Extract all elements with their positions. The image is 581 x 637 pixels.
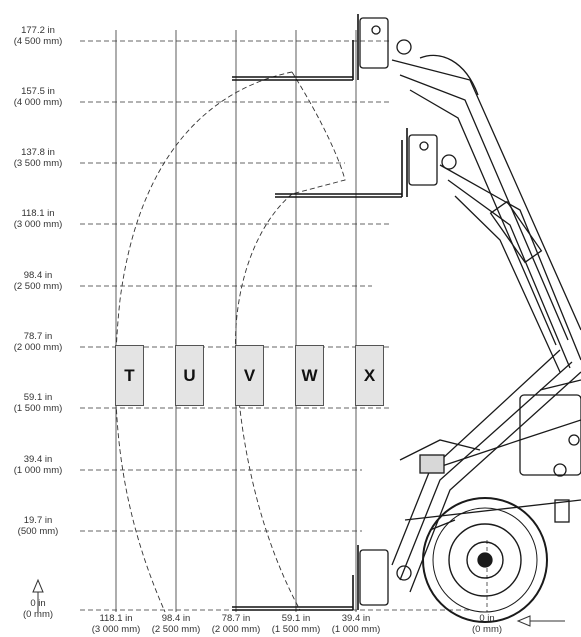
- y-label-mm: (4 000 mm): [13, 97, 63, 108]
- outer-envelope-arc: [115, 71, 293, 613]
- y-axis-label: 59.1 in(1 500 mm): [2, 392, 74, 414]
- y-axis-label: 157.5 in(4 000 mm): [2, 86, 74, 108]
- y-label-in: 59.1 in: [23, 392, 53, 403]
- y-label-in: 78.7 in: [23, 331, 53, 342]
- telehandler-drawing: [359, 17, 581, 623]
- y-label-in: 0 in: [30, 598, 46, 609]
- y-axis-label: 19.7 in(500 mm): [2, 515, 74, 537]
- y-axis-label: 118.1 in(3 000 mm): [2, 208, 74, 230]
- y-label-in: 137.8 in: [21, 147, 55, 158]
- x-label-mm: (1 500 mm): [271, 624, 321, 635]
- x-label-mm: (3 000 mm): [91, 624, 141, 635]
- fork-path-line: [291, 71, 346, 195]
- y-label-mm: (4 500 mm): [13, 36, 63, 47]
- x-label-in: 39.4 in: [341, 613, 371, 624]
- fork-bottom: [232, 545, 359, 611]
- zone-box-u: U: [175, 345, 204, 406]
- vertical-gridlines: [115, 30, 488, 612]
- up-arrow-icon: [32, 578, 44, 612]
- y-label-in: 177.2 in: [21, 25, 55, 36]
- horizontal-gridlines: [80, 40, 470, 611]
- y-label-mm: (1 000 mm): [13, 465, 63, 476]
- x-label-mm: (2 000 mm): [211, 624, 261, 635]
- y-axis-label: 78.7 in(2 000 mm): [2, 331, 74, 353]
- x-label-mm: (1 000 mm): [331, 624, 381, 635]
- x-axis-label: 59.1 in(1 500 mm): [261, 613, 331, 635]
- fork-middle: [275, 128, 408, 198]
- y-label-in: 19.7 in: [23, 515, 53, 526]
- y-label-mm: (2 000 mm): [13, 342, 63, 353]
- left-arrow-icon: [516, 615, 565, 627]
- y-axis-label: 39.4 in(1 000 mm): [2, 454, 74, 476]
- x-axis-label: 78.7 in(2 000 mm): [201, 613, 271, 635]
- y-axis-label: 0 in(0 mm): [2, 598, 74, 620]
- y-label-mm: (1 500 mm): [13, 403, 63, 414]
- y-label-mm: (3 500 mm): [13, 158, 63, 169]
- y-label-mm: (2 500 mm): [13, 281, 63, 292]
- y-axis-label: 177.2 in(4 500 mm): [2, 25, 74, 47]
- x-axis-origin-label: 0 in (0 mm): [465, 613, 509, 635]
- y-label-in: 118.1 in: [21, 208, 55, 219]
- origin-mm-text: (0 mm): [471, 624, 503, 635]
- y-label-in: 39.4 in: [23, 454, 53, 465]
- zone-box-t: T: [115, 345, 144, 406]
- zone-box-x: X: [355, 345, 384, 406]
- fork-top: [232, 14, 359, 81]
- x-label-in: 98.4 in: [161, 613, 191, 624]
- x-label-in: 78.7 in: [221, 613, 251, 624]
- y-label-mm: (0 mm): [22, 609, 54, 620]
- x-label-in: 118.1 in: [99, 613, 133, 624]
- y-label-in: 157.5 in: [21, 86, 55, 97]
- zone-box-v: V: [235, 345, 264, 406]
- zone-box-w: W: [295, 345, 324, 406]
- y-axis-label: 137.8 in(3 500 mm): [2, 147, 74, 169]
- y-label-in: 98.4 in: [23, 270, 53, 281]
- x-label-mm: (2 500 mm): [151, 624, 201, 635]
- y-label-mm: (500 mm): [17, 526, 59, 537]
- x-axis-label: 39.4 in(1 000 mm): [321, 613, 391, 635]
- origin-in-text: 0 in: [479, 613, 495, 624]
- x-axis-label: 118.1 in(3 000 mm): [81, 613, 151, 635]
- x-axis-label: 98.4 in(2 500 mm): [141, 613, 211, 635]
- y-label-mm: (3 000 mm): [13, 219, 63, 230]
- reach-envelope-arcs: [115, 71, 346, 613]
- y-axis-label: 98.4 in(2 500 mm): [2, 270, 74, 292]
- x-label-in: 59.1 in: [281, 613, 311, 624]
